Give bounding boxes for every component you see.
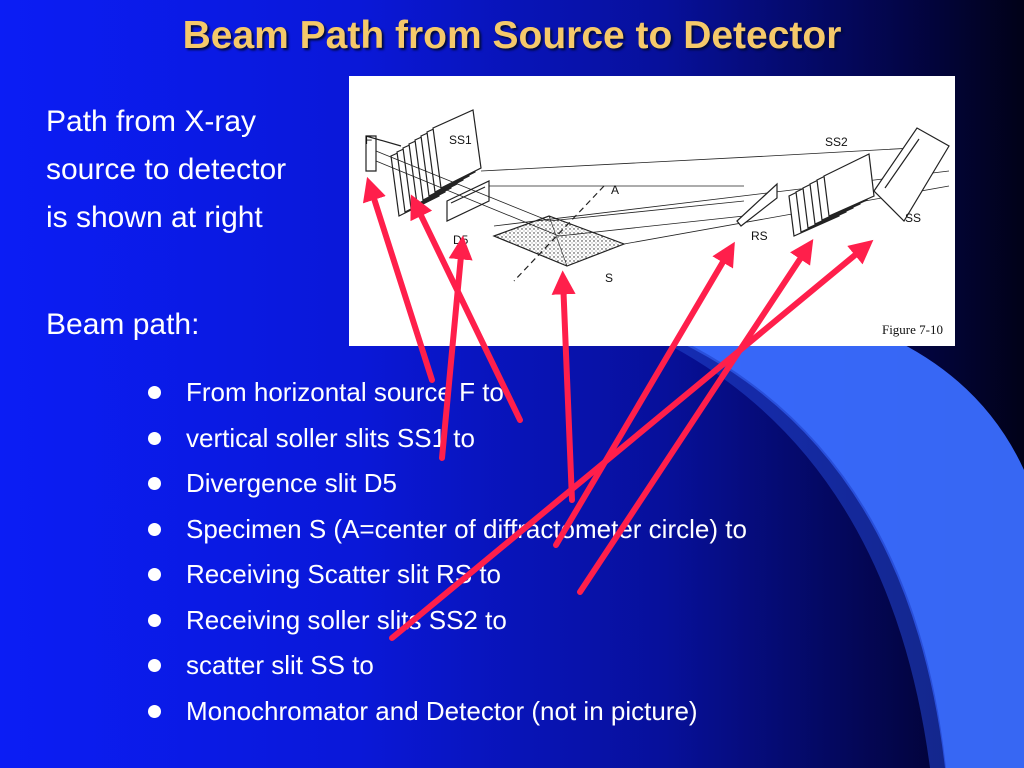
bullet-item: scatter slit SS to [148,643,747,689]
label-a: A [611,183,619,197]
diffractometer-diagram: F SS1 D5 A S RS SS2 SS [365,109,950,285]
bullet-text: From horizontal source F to [186,377,504,408]
scatter-slit-ss-shape [873,127,950,222]
figure-caption: Figure 7-10 [881,322,943,337]
label-d5: D5 [453,233,469,247]
bullet-dot-icon [148,568,161,582]
bullet-dot-icon [148,477,161,491]
diffractometer-figure: F SS1 D5 A S RS SS2 SS Figure 7-10 [349,76,955,346]
label-s: S [605,271,613,285]
intro-text: Path from X-ray source to detector is sh… [46,105,287,234]
slide-title: Beam Path from Source to Detector [182,14,842,57]
bullet-item: Monochromator and Detector (not in pictu… [148,689,747,735]
bullet-item: From horizontal source F to [148,370,747,416]
label-ss1: SS1 [449,133,472,147]
bullet-dot-icon [148,431,161,445]
bullet-text: vertical soller slits SS1 to [186,422,475,453]
beam-path-list: From horizontal source F to vertical sol… [148,370,747,734]
bullet-text: Divergence slit D5 [186,468,397,499]
bullet-text: scatter slit SS to [186,650,374,681]
bullet-text: Monochromator and Detector (not in pictu… [186,695,698,726]
bullet-dot-icon [148,613,161,627]
soller-slits-ss2-shape [788,153,875,237]
bullet-text: Receiving soller slits SS2 to [186,604,507,635]
bullet-item: Receiving Scatter slit RS to [148,552,747,598]
bullet-dot-icon [148,659,161,673]
bullet-dot-icon [148,704,161,718]
background-arc-shape [560,300,1024,768]
bullet-item: vertical soller slits SS1 to [148,416,747,462]
bullet-item: Receiving soller slits SS2 to [148,598,747,644]
divergence-slit-d5-shape [446,180,490,222]
label-ss2: SS2 [825,135,848,149]
axis-a-line [513,185,605,282]
label-ss: SS [905,211,921,225]
beam-path-heading: Beam path: [46,308,200,341]
source-f-shape [365,135,402,172]
bullet-item: Divergence slit D5 [148,461,747,507]
bullet-text: Receiving Scatter slit RS to [186,559,502,590]
label-rs: RS [751,229,768,243]
bullet-dot-icon [148,522,161,536]
bullet-dot-icon [148,386,161,400]
receiving-slit-rs-shape [736,182,778,227]
label-f: F [365,133,372,147]
bullet-item: Specimen S (A=center of diffractometer c… [148,507,747,553]
bullet-text: Specimen S (A=center of diffractometer c… [186,513,747,544]
